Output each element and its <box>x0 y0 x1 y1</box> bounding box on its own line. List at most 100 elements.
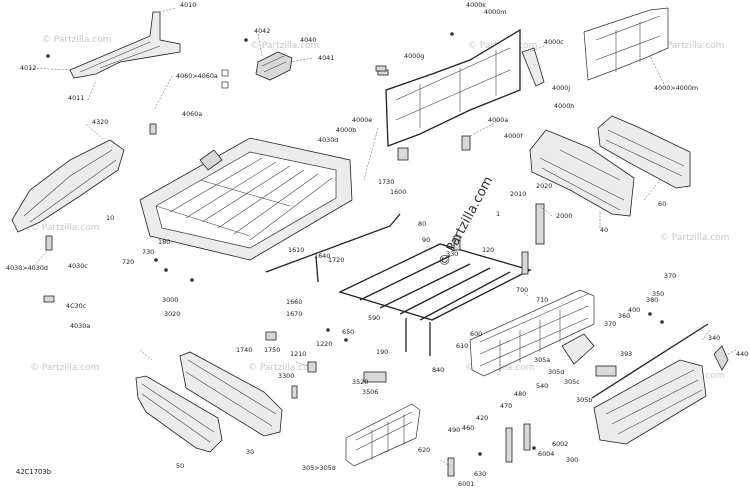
part-side-panel <box>529 129 635 217</box>
part-label: 4C30c <box>66 302 87 310</box>
part-label: 4000m <box>484 8 507 16</box>
part-label: 4030>4030d <box>6 264 48 272</box>
part-label: 10 <box>106 214 114 222</box>
part-storage-case-left <box>11 139 125 251</box>
part-label: 600 <box>470 330 482 338</box>
part-label: 3000 <box>162 296 178 304</box>
part-label: 305c <box>564 378 580 386</box>
part-label: 4040 <box>300 36 316 44</box>
part-label: 1720 <box>328 256 344 264</box>
part-latch-block <box>221 51 293 89</box>
part-side-rail-left-inner <box>179 351 283 437</box>
part-top-rail <box>69 11 181 79</box>
part-label: 305b <box>576 396 592 404</box>
part-label: 630 <box>474 470 486 478</box>
part-label: 1 <box>496 210 500 218</box>
part-label: 180 <box>158 238 170 246</box>
part-label: 720 <box>122 258 134 266</box>
part-label: 80 <box>418 220 426 228</box>
part-cable-rod <box>265 213 401 283</box>
part-label: 1750 <box>264 346 280 354</box>
part-label: 4000e <box>352 116 372 124</box>
part-label: 305>305d <box>302 464 336 472</box>
part-label: 1640 <box>314 252 330 260</box>
part-label: 4320 <box>92 118 108 126</box>
part-label: 540 <box>536 382 548 390</box>
watermark-faint: © Partzilla.com <box>250 41 319 51</box>
part-label: 650 <box>342 328 354 336</box>
part-label: 60 <box>658 200 666 208</box>
part-label: 440 <box>736 350 748 358</box>
part-label: 400 <box>628 306 640 314</box>
part-label: 4000g <box>404 52 424 60</box>
part-label: 610 <box>456 342 468 350</box>
part-label: 3300 <box>278 372 294 380</box>
part-label: 360 <box>618 312 630 320</box>
watermark-main-group: © Partzilla.com <box>436 174 496 270</box>
part-label: 4011 <box>68 94 84 102</box>
part-label: 4000>4000m <box>654 84 698 92</box>
leader-lines <box>29 7 737 467</box>
part-label: 4000j <box>552 84 570 92</box>
part-latch-bar <box>591 323 729 399</box>
part-label: 2020 <box>536 182 552 190</box>
watermark-main: © Partzilla.com <box>436 174 496 270</box>
part-label: 90 <box>422 236 430 244</box>
part-label: 120 <box>482 246 494 254</box>
part-label: 2000 <box>556 212 572 220</box>
part-label: 3020 <box>164 310 180 318</box>
part-label: 1600 <box>390 188 406 196</box>
part-label: 4042 <box>254 27 270 35</box>
part-label: 1740 <box>236 346 252 354</box>
part-label: 370 <box>664 272 676 280</box>
part-tailgate-outer <box>593 359 707 445</box>
part-label: 305a <box>534 356 550 364</box>
diagram-code: 42C1703b <box>16 468 51 476</box>
part-label: 350 <box>652 290 664 298</box>
part-bracket <box>521 47 545 87</box>
part-label: 840 <box>432 366 444 374</box>
part-label: 340 <box>708 334 720 342</box>
part-label: 620 <box>418 446 430 454</box>
part-label: 700 <box>516 286 528 294</box>
part-label: 1730 <box>378 178 394 186</box>
part-label: 4030a <box>70 322 90 330</box>
part-lower-grid-panel <box>345 403 421 467</box>
part-label: 30 <box>246 448 254 456</box>
part-label: 4000f <box>504 132 523 140</box>
part-label: 730 <box>142 248 154 256</box>
part-label: 4041 <box>318 54 334 62</box>
part-side-rail-right <box>597 115 691 189</box>
part-label: 3520 <box>352 378 368 386</box>
watermark-faint: © Partzilla.com <box>30 363 99 373</box>
part-label: 190 <box>376 348 388 356</box>
part-cargo-box <box>139 137 353 261</box>
part-label: 300 <box>566 456 578 464</box>
part-label: 1220 <box>316 340 332 348</box>
part-label: 590 <box>368 314 380 322</box>
part-label: 6002 <box>552 440 568 448</box>
part-label: 393 <box>620 350 632 358</box>
part-labels: 4010 4012 4011 4042 4040 4041 4060>4060a… <box>6 1 748 488</box>
part-tailgate-grid <box>469 289 595 377</box>
part-label: 480 <box>514 390 526 398</box>
watermark-faint: © Partzilla.com <box>248 363 317 373</box>
part-label: 490 <box>448 426 460 434</box>
part-label: 710 <box>536 296 548 304</box>
fastener-dots <box>46 32 664 456</box>
part-bed-panel <box>377 28 521 161</box>
part-hardware <box>43 65 545 477</box>
part-tailgate-inner <box>561 333 617 377</box>
part-label: 460 <box>462 424 474 432</box>
part-label: 3506 <box>362 388 378 396</box>
watermark-faint: © Partzilla.com <box>655 41 724 51</box>
part-label: 4030c <box>68 262 88 270</box>
watermark-faint: © Partzilla.com <box>42 35 111 45</box>
part-label: 50 <box>176 462 184 470</box>
part-rear-frame <box>583 7 669 81</box>
part-label: 1610 <box>288 246 304 254</box>
part-frame <box>338 235 532 356</box>
part-label: 4000a <box>488 116 508 124</box>
part-label: 4000k <box>466 1 486 9</box>
part-label: 420 <box>476 414 488 422</box>
